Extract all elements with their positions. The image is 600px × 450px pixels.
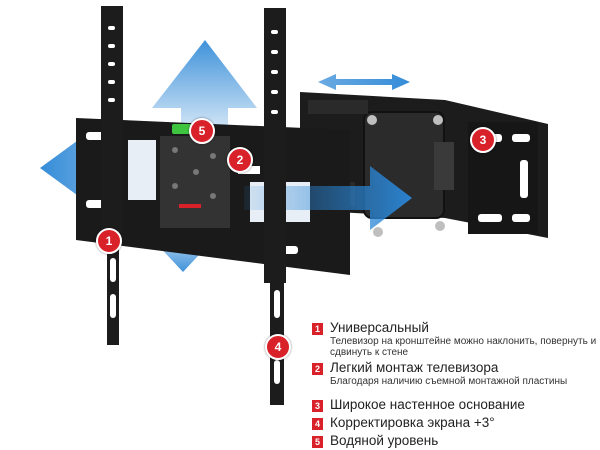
feature-number-badge: 3	[312, 400, 323, 412]
feature-title: Корректировка экрана +3°	[330, 415, 495, 430]
feature-title: Широкое настенное основание	[330, 397, 525, 412]
right-vertical-bracket	[264, 8, 286, 405]
feature-marker-3: 3	[470, 127, 496, 153]
swivel-right-arrow	[244, 166, 412, 230]
feature-number-badge: 2	[312, 363, 323, 375]
feature-number-badge: 1	[312, 323, 323, 335]
slide-arrow	[318, 74, 410, 90]
feature-marker-1: 1	[96, 228, 122, 254]
feature-title: Легкий монтаж телевизора	[330, 360, 499, 375]
feature-marker-5: 5	[189, 118, 215, 144]
feature-list: 1 Универсальный Телевизор на кронштейне …	[312, 318, 600, 450]
left-vertical-bracket	[101, 6, 123, 345]
feature-number-badge: 4	[312, 418, 323, 430]
feature-marker-2: 2	[227, 147, 253, 173]
feature-title: Универсальный	[330, 320, 429, 335]
tilt-up-arrow	[152, 40, 257, 150]
feature-number-badge: 5	[312, 436, 323, 448]
feature-marker-4: 4	[265, 334, 291, 360]
feature-title: Водяной уровень	[330, 433, 439, 448]
feature-description: Телевизор на кронштейне можно наклонить,…	[330, 336, 597, 358]
feature-description: Благодаря наличию съемной монтажной плас…	[330, 376, 568, 387]
